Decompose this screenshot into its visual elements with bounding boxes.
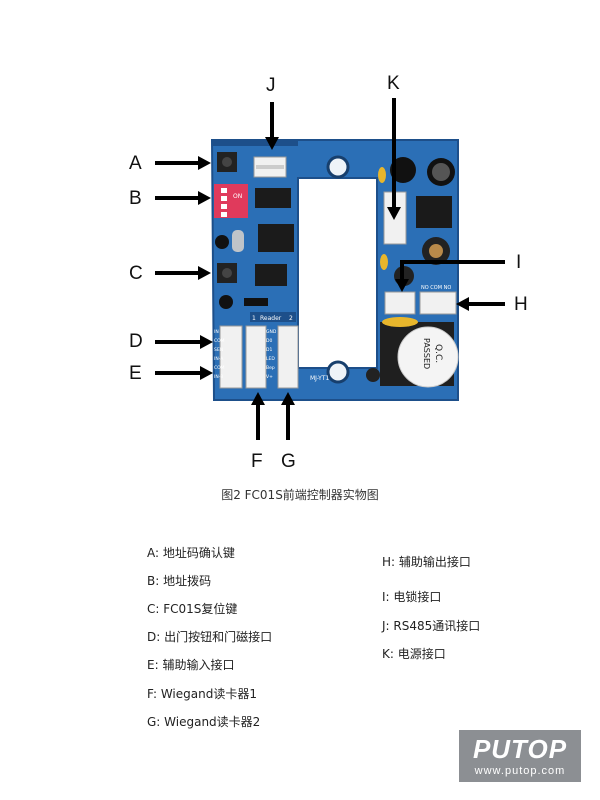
reader-num-1: 1 (252, 315, 256, 322)
reader-header-label: Reader (260, 315, 282, 322)
reader-num-2: 2 (289, 315, 293, 322)
label-e: E (129, 363, 142, 384)
pin-label: GND (266, 329, 277, 335)
legend-item-c: C: FC01S复位键 (147, 602, 238, 616)
legend-item-f: F: Wiegand读卡器1 (147, 687, 257, 701)
capacitor (215, 235, 229, 249)
ic-chip (255, 188, 291, 208)
label-i: I (516, 252, 522, 273)
legend-item-d: D: 出门按钮和门磁接口 (147, 630, 273, 644)
legend-item-k: K: 电源接口 (382, 647, 446, 661)
legend-item-b: B: 地址拨码 (147, 574, 212, 588)
connector-g (277, 325, 299, 389)
mount-hole (326, 155, 350, 179)
connector-h (419, 291, 457, 315)
pin-label: V+ (266, 374, 273, 380)
legend-item-g: G: Wiegand读卡器2 (147, 715, 261, 729)
connector-i (384, 291, 416, 315)
pin-label: IN-B (214, 374, 223, 380)
arrows (155, 98, 505, 440)
connector-d-e (219, 325, 243, 389)
qc-text-1: Q.C. (433, 344, 443, 363)
dip-label: ON (233, 193, 242, 200)
label-f: F (251, 451, 263, 472)
label-h: H (514, 294, 528, 315)
pin-label: SEN (214, 347, 223, 353)
label-c: C (129, 263, 143, 284)
capacitor (390, 157, 416, 183)
legend-item-e: E: 辅助输入接口 (147, 658, 235, 672)
pin-label: D0 (266, 338, 272, 344)
putop-logo: PUTOP www.putop.com (459, 730, 581, 782)
board-photo: ON Reader 1 2 IN COM SEN IN-A COM IN-B GND D0D… (155, 98, 505, 440)
logo-wordmark: PUTOP (472, 734, 568, 764)
pin-label: LED (266, 356, 275, 362)
label-a: A (129, 153, 142, 174)
pin-label: IN-A (214, 356, 224, 362)
model-label: MJ-YT1 (310, 375, 330, 382)
qc-text-2: PASSED (422, 338, 431, 369)
label-k: K (387, 73, 400, 94)
pin-label: COM (214, 365, 225, 371)
arrow-i (400, 260, 505, 280)
pin-label: COM (214, 338, 225, 344)
capacitor (219, 295, 233, 309)
legend-item-i: I: 电锁接口 (382, 590, 442, 604)
label-g: G (281, 451, 296, 472)
ic-chip (255, 264, 287, 286)
pin-label: D1 (266, 347, 272, 353)
connector-f (245, 325, 267, 389)
label-j: J (266, 75, 276, 96)
pin-label: IN (214, 329, 219, 335)
qc-sticker (397, 326, 459, 388)
crystal (232, 230, 244, 252)
legend-item-h: H: 辅助输出接口 (382, 555, 471, 569)
label-d: D (129, 331, 143, 352)
pin-label: Bep (266, 365, 275, 371)
logo-url: www.putop.com (474, 765, 566, 777)
h-label: NO COM NO (421, 285, 451, 291)
label-b: B (129, 188, 142, 209)
dip-switch (214, 184, 248, 218)
legend-item-j: J: RS485通讯接口 (382, 619, 481, 633)
legend-item-a: A: 地址码确认键 (147, 546, 235, 560)
mount-hole (326, 360, 350, 384)
figure-caption: 图2 FC01S前端控制器实物图 (221, 488, 379, 502)
ic-chip (258, 224, 294, 252)
